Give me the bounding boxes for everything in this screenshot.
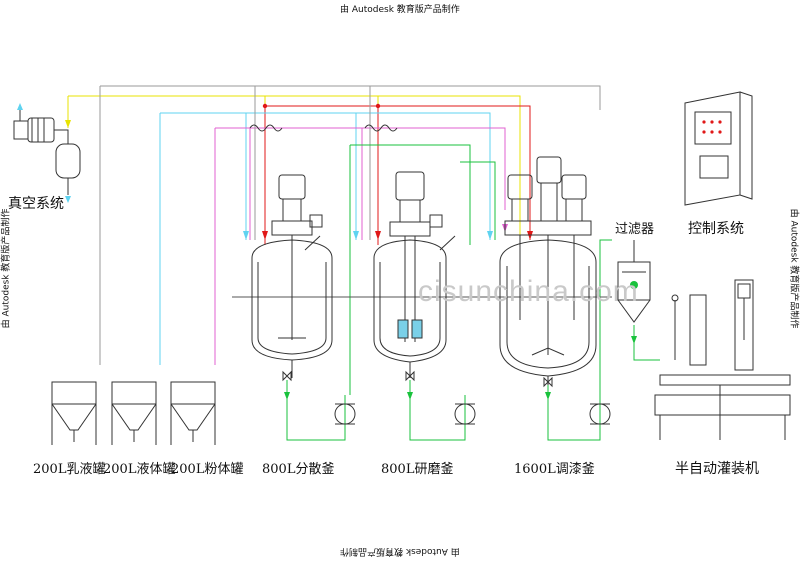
disperser-vessel: [251, 174, 333, 378]
bottom-valves: [282, 370, 553, 388]
filling-machine: [654, 279, 791, 440]
stamp-top: 由 Autodesk 教育版产品制作: [340, 5, 460, 15]
stamp-right: 由 Autodesk 教育版产品制作: [788, 208, 799, 329]
watermark-text: cisunchina.com: [418, 275, 639, 308]
label-mixer: 1600L调漆釜: [514, 462, 595, 477]
control-cabinet: [684, 91, 753, 206]
grinder-vessel: [373, 171, 456, 378]
hopper-liquid: [111, 381, 157, 445]
label-control-system: 控制系统: [688, 221, 744, 237]
transfer-pumps: [334, 403, 611, 425]
filter-unit: [617, 240, 651, 323]
label-disperser: 800L分散釜: [262, 462, 335, 477]
label-grinder: 800L研磨釜: [381, 462, 454, 477]
label-powder-tank: 200L粉体罐: [171, 462, 244, 477]
pipe-network: [67, 85, 660, 441]
label-filter: 过滤器: [615, 222, 655, 237]
flow-arrows: [17, 103, 637, 400]
mixer-vessel: [499, 156, 597, 385]
hopper-emulsion: [51, 381, 97, 445]
hopper-powder: [170, 381, 216, 445]
label-filling-machine: 半自动灌装机: [675, 461, 759, 477]
label-vacuum-system: 真空系统: [8, 196, 64, 212]
stamp-bottom: 由 Autodesk 教育版产品制作: [340, 546, 460, 556]
label-liquid-tank: 200L液体罐: [103, 462, 176, 477]
vacuum-pump: [13, 110, 81, 195]
label-emulsion-tank: 200L乳液罐: [33, 462, 106, 477]
stamp-left: 由 Autodesk 教育版产品制作: [1, 208, 12, 329]
